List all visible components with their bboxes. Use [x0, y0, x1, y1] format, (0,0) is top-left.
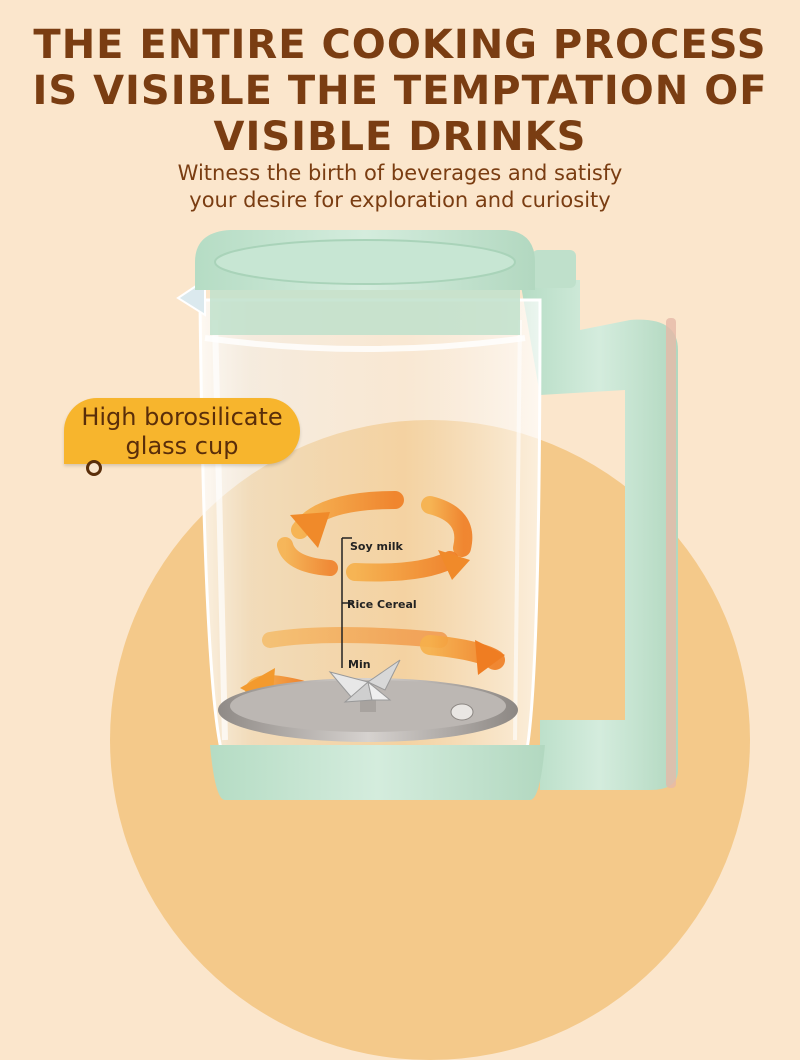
headline-line-1: THE ENTIRE COOKING PROCESS [33, 22, 767, 68]
blender-base [210, 745, 545, 800]
headline-line-3: VISIBLE DRINKS [213, 114, 587, 160]
scale-label-rice-cereal: Rice Cereal [347, 598, 417, 611]
feature-badge: High borosilicate glass cup [64, 398, 300, 464]
badge-pointer-dot [86, 460, 102, 476]
blender-illustration [176, 230, 678, 800]
feature-badge-line-2: glass cup [125, 432, 239, 460]
subheadline: Witness the birth of beverages and satis… [0, 160, 800, 214]
scale-label-soy-milk: Soy milk [350, 540, 403, 553]
jug-handle [520, 250, 678, 790]
headline-line-2: IS VISIBLE THE TEMPTATION OF [32, 68, 768, 114]
subheadline-line-1: Witness the birth of beverages and satis… [177, 161, 623, 185]
jug-lid [195, 230, 535, 352]
feature-badge-line-1: High borosilicate [81, 403, 283, 431]
subheadline-line-2: your desire for exploration and curiosit… [189, 188, 611, 212]
scale-label-min: Min [348, 658, 371, 671]
headline: THE ENTIRE COOKING PROCESS IS VISIBLE TH… [0, 22, 800, 160]
fill-level-scale [341, 537, 352, 668]
blade-assembly [218, 659, 518, 742]
